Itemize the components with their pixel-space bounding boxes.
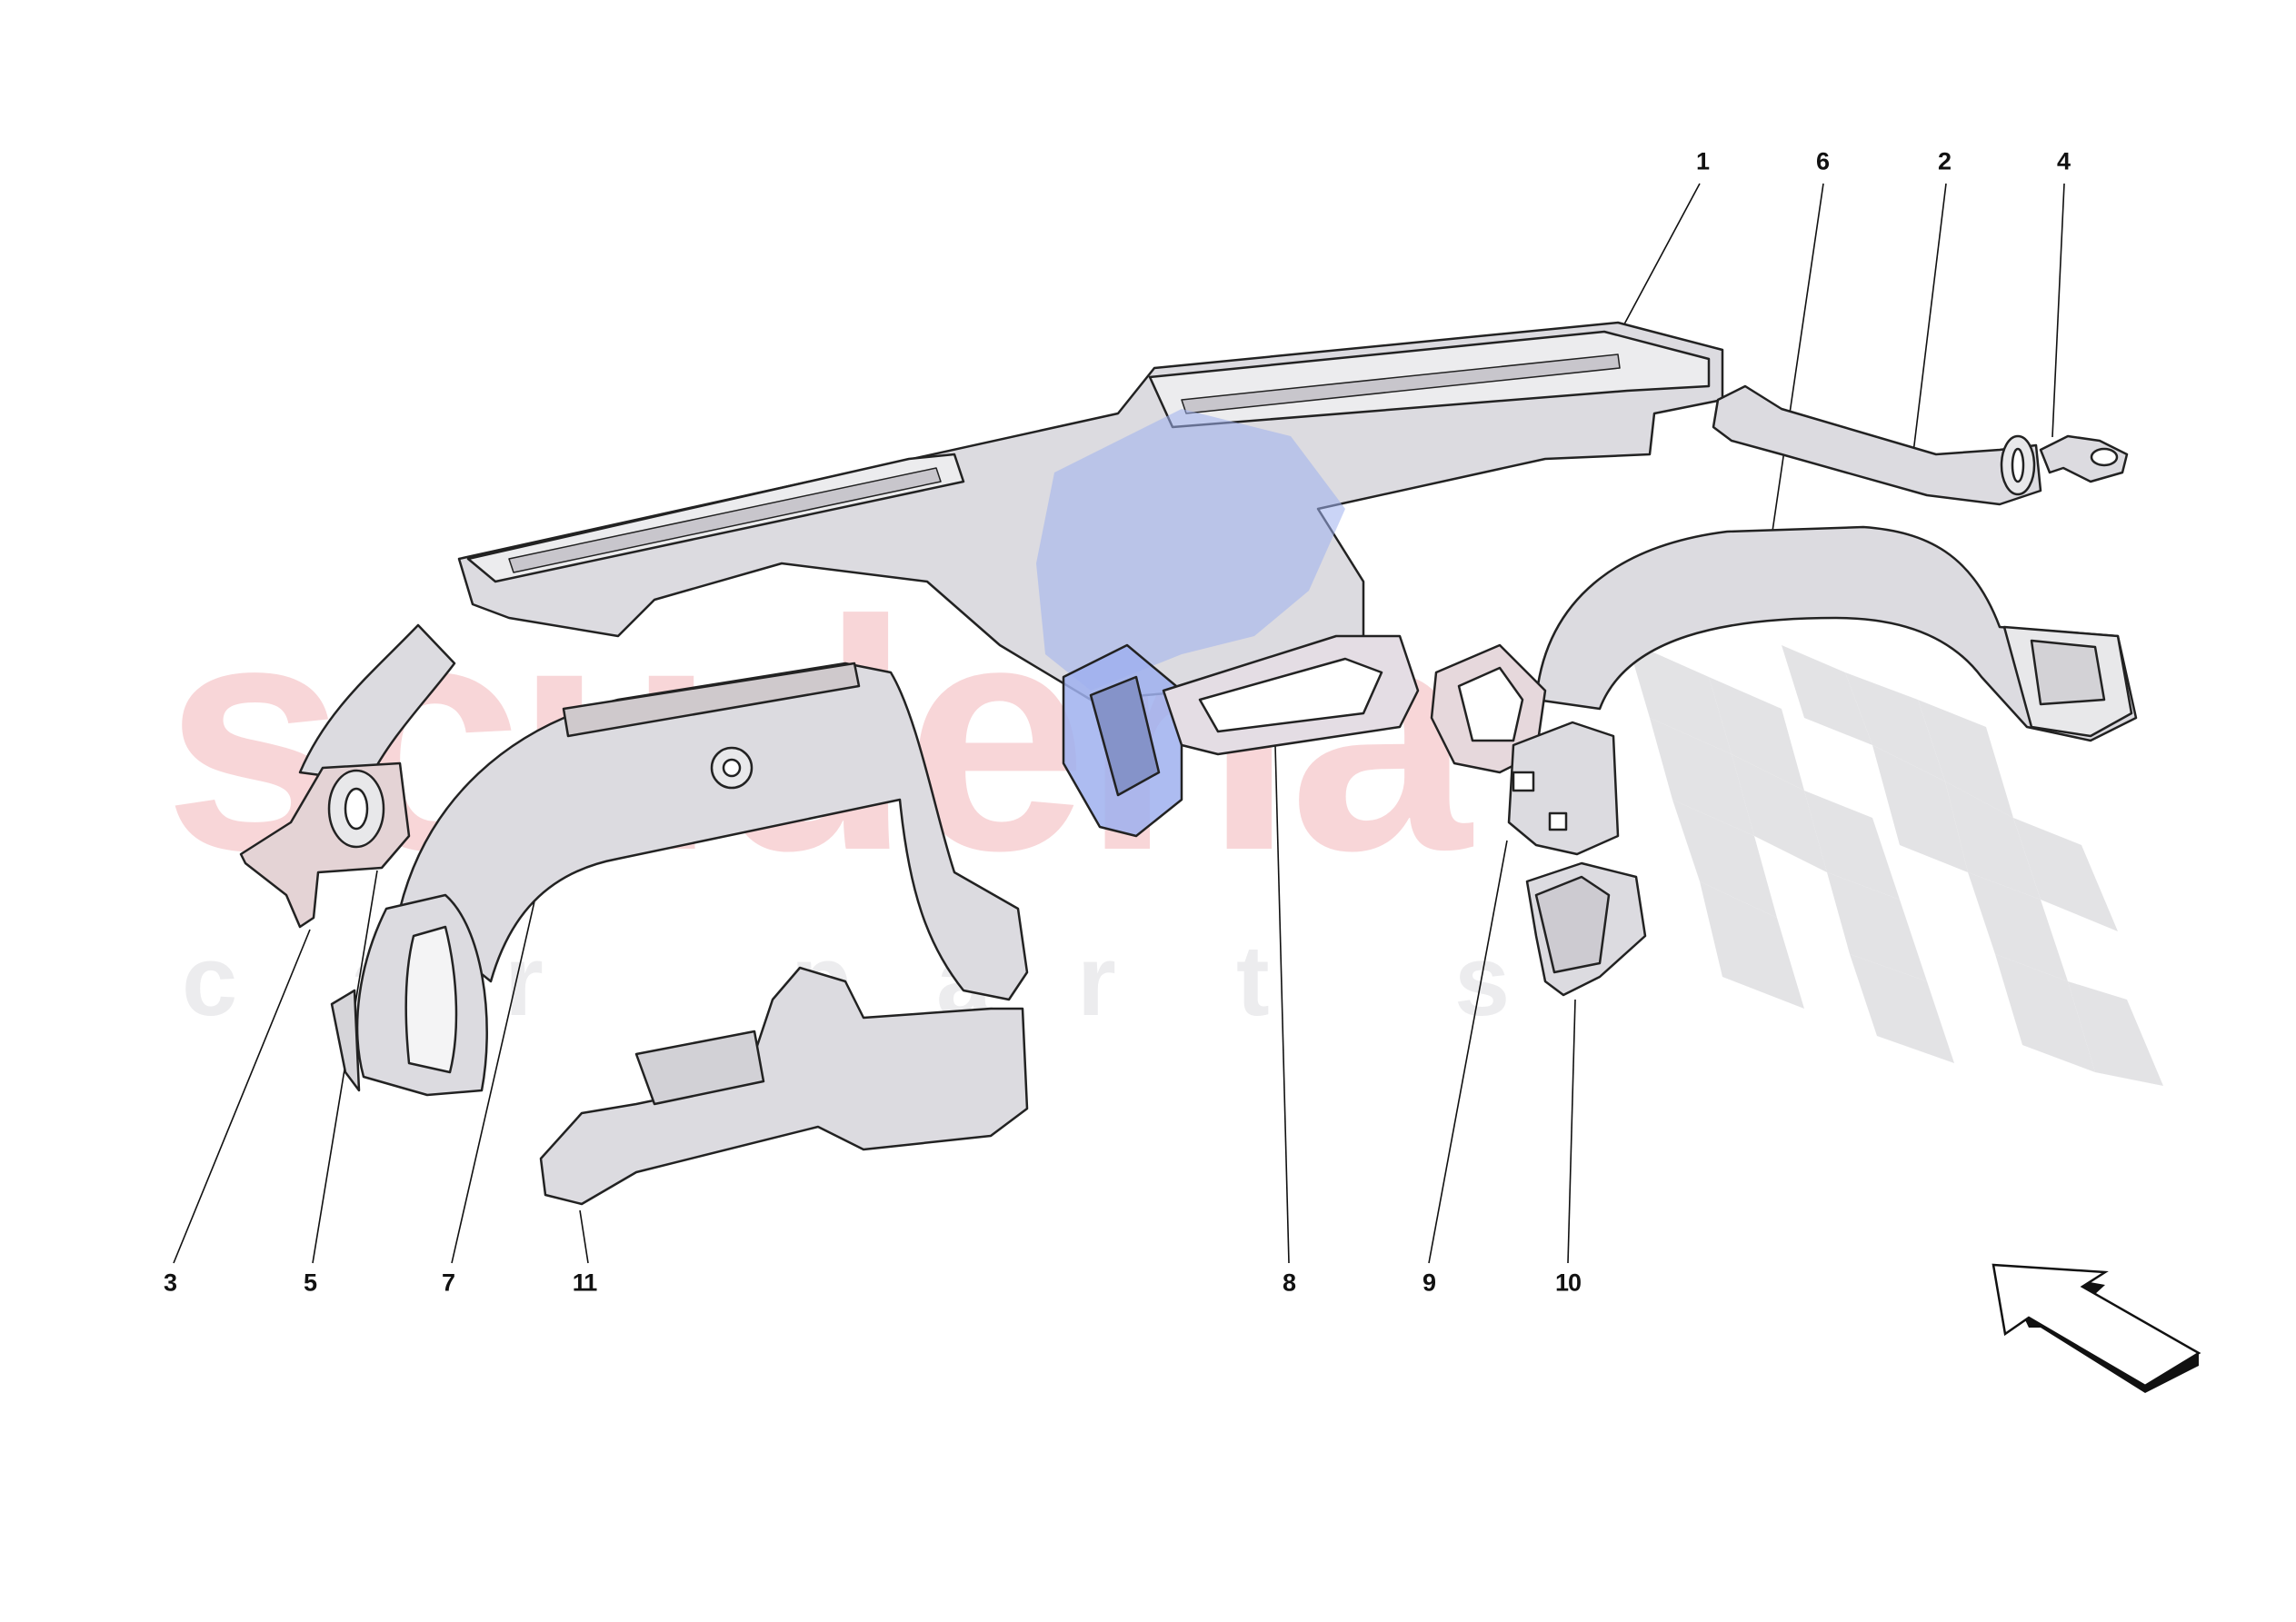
watermark-letter: s — [1454, 925, 1511, 1037]
part-4-vent-bracket — [2039, 434, 2129, 483]
part-6-curved-duct — [1534, 525, 2138, 742]
callout-6: 6 — [1815, 147, 1830, 175]
callout-10: 10 — [1554, 1269, 1582, 1297]
callout-2: 2 — [1937, 147, 1952, 175]
part-8-center-vent — [1062, 634, 1547, 838]
callout-3: 3 — [163, 1269, 177, 1297]
part-1-main-duct — [457, 321, 1724, 702]
part-5-left-outlet — [330, 893, 488, 1097]
watermark-letter: r — [1077, 925, 1116, 1037]
callout-9: 9 — [1422, 1269, 1436, 1297]
part-11-lower-duct — [539, 966, 1029, 1206]
callout-8: 8 — [1282, 1269, 1296, 1297]
callout-5: 5 — [303, 1269, 317, 1297]
callout-4: 4 — [2056, 147, 2071, 175]
part-3-left-vent — [239, 623, 456, 929]
direction-arrow-icon — [1992, 1263, 2201, 1393]
checkered-flag-watermark — [1627, 641, 2163, 1086]
watermark-letter: t — [1236, 925, 1270, 1037]
callout-7: 7 — [441, 1269, 455, 1297]
part-10-elbow — [1525, 861, 1647, 997]
callout-11: 11 — [572, 1269, 598, 1297]
part-2-side-tube — [1712, 384, 2042, 506]
callout-1: 1 — [1695, 147, 1710, 175]
part-7-long-duct — [398, 662, 1029, 1001]
watermark-letter: c — [182, 925, 238, 1037]
part-9-box-duct — [1507, 721, 1620, 856]
